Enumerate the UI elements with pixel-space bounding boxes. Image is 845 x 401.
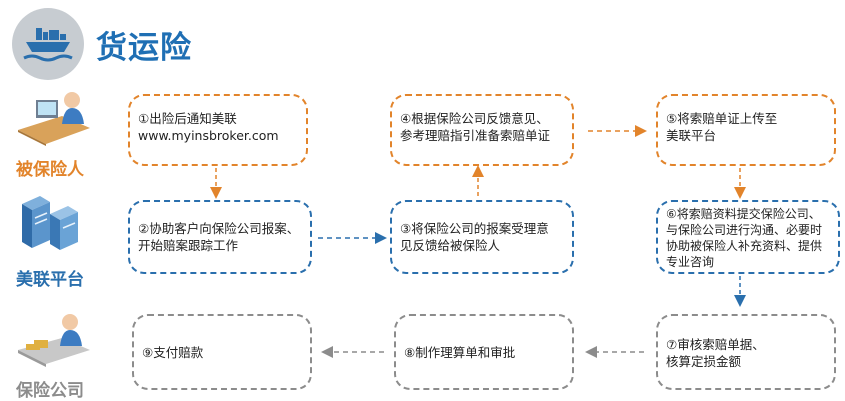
step-8-line-1: ⑧制作理算单和审批 [404,345,516,360]
server-icon [16,190,86,252]
ship-icon [12,8,84,80]
step-7-line-1: ⑦审核索赔单据、 [666,337,765,352]
insured-person-icon [14,86,94,146]
step-1-line-2: www.myinsbroker.com [138,128,279,143]
step-6-line-1: ⑥将索赔资料提交保险公司、 [666,207,821,221]
step-5-line-1: ⑤将索赔单证上传至 [666,111,778,126]
step-3-line-2: 见反馈给被保险人 [400,238,501,253]
step-4-line-2: 参考理赔指引准备索赔单证 [400,128,551,143]
step-4-box: ④根据保险公司反馈意见、 参考理赔指引准备索赔单证 [390,94,574,166]
page-title: 货运险 [96,30,192,66]
step-9-line-1: ⑨支付赔款 [142,345,204,360]
step-5-box: ⑤将索赔单证上传至 美联平台 [656,94,836,166]
step-6-line-4: 专业咨询 [666,255,715,269]
role-label-insurer: 保险公司 [16,381,84,401]
role-label-platform: 美联平台 [16,270,84,290]
step-1-box: ①出险后通知美联 www.myinsbroker.com [128,94,308,166]
step-6-line-2: 与保险公司进行沟通、必要时 [666,223,823,237]
step-6-line-3: 协助被保险人补充资料、提供 [666,239,823,253]
step-2-line-1: ②协助客户向保险公司报案、 [138,221,300,236]
step-7-line-2: 核算定损金额 [666,354,742,369]
step-1-line-1: ①出险后通知美联 [138,111,237,126]
step-4-line-1: ④根据保险公司反馈意见、 [400,111,549,126]
step-3-box: ③将保险公司的报案受理意 见反馈给被保险人 [390,200,574,274]
step-5-line-2: 美联平台 [666,128,717,143]
role-label-insured: 被保险人 [16,160,84,180]
step-7-box: ⑦审核索赔单据、 核算定损金额 [656,314,836,390]
step-9-box: ⑨支付赔款 [132,314,312,390]
step-3-line-1: ③将保险公司的报案受理意 [400,221,549,236]
step-8-box: ⑧制作理算单和审批 [394,314,574,390]
step-2-box: ②协助客户向保险公司报案、 开始赔案跟踪工作 [128,200,312,274]
step-2-line-2: 开始赔案跟踪工作 [138,238,239,253]
insurer-person-icon [14,310,94,370]
header: 货运险 [12,8,202,80]
step-6-box: ⑥将索赔资料提交保险公司、 与保险公司进行沟通、必要时 协助被保险人补充资料、提… [656,200,840,274]
